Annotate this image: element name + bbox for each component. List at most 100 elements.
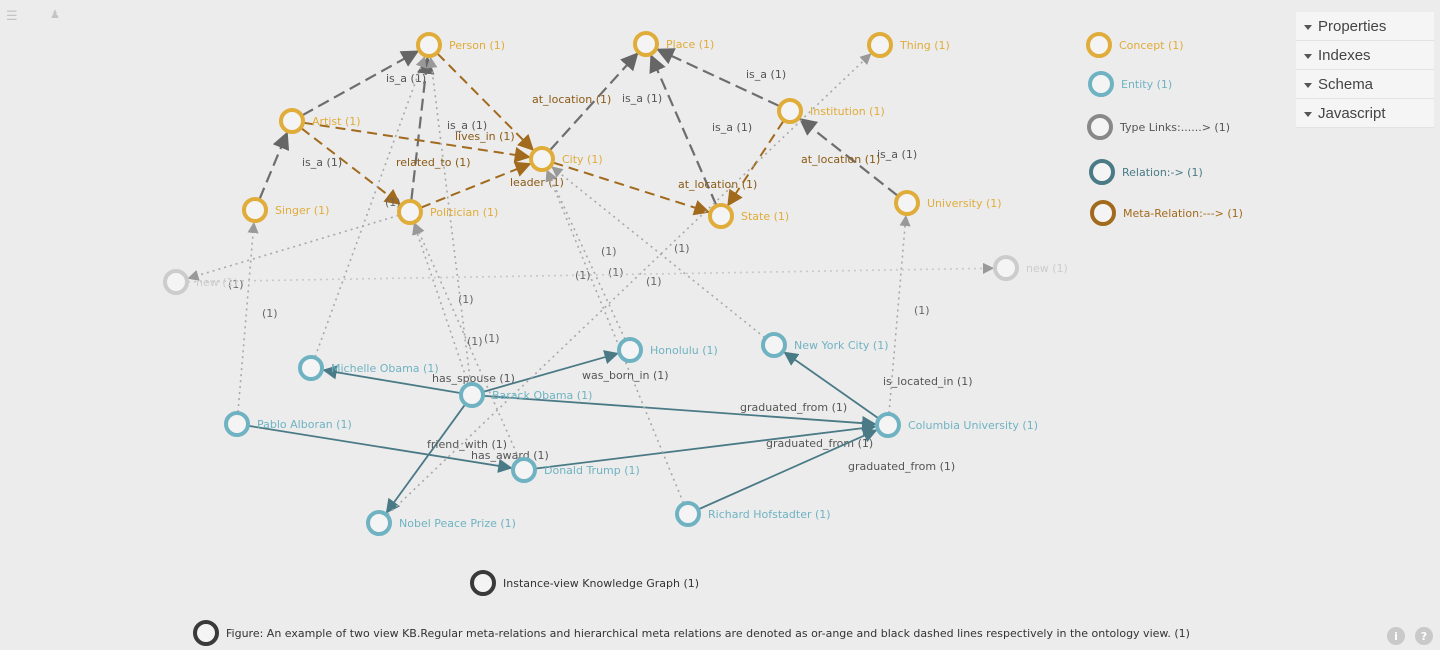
node-label: Institution (1) — [810, 105, 885, 118]
user-icon[interactable]: ♟ — [50, 9, 60, 21]
node-state[interactable]: State (1) — [708, 203, 789, 229]
edge-pablo-singer[interactable]: (1) — [237, 221, 278, 413]
edge-label: friend_with (1) — [427, 438, 507, 451]
panel-schema[interactable]: Schema — [1296, 70, 1434, 99]
node-circle — [875, 412, 901, 438]
edge-institution-state[interactable]: at_location (1) — [727, 120, 880, 207]
legend-swatch — [1087, 114, 1113, 140]
edge-person-city[interactable]: at_location (1) — [436, 52, 611, 151]
edge-line — [798, 117, 899, 197]
edge-new1-new2[interactable]: (1) — [187, 262, 995, 283]
node-artist[interactable]: Artist (1) — [279, 108, 361, 134]
edge-city-state[interactable]: at_location (1) — [553, 161, 757, 216]
node-politician[interactable]: Politician (1) — [397, 199, 498, 225]
legend-item-meta_relation[interactable]: Meta-Relation:---> (1) — [1090, 200, 1243, 226]
panel-javascript[interactable]: Javascript — [1296, 99, 1434, 128]
edge-label: (1) — [458, 293, 474, 306]
edge-label: is_a (1) — [712, 121, 752, 134]
node-honolulu[interactable]: Honolulu (1) — [617, 337, 718, 363]
node-nobel[interactable]: Nobel Peace Prize (1) — [366, 510, 516, 536]
edge-label: has_spouse (1) — [432, 372, 515, 385]
node-michelle[interactable]: Michelle Obama (1) — [298, 355, 439, 381]
edge-pablo-trump[interactable]: friend_with (1) — [248, 425, 513, 474]
edge-state-place[interactable]: is_a (1) — [649, 54, 752, 206]
legend-item-entity[interactable]: Entity (1) — [1088, 71, 1172, 97]
edge-barack-honolulu[interactable]: was_born_in (1) — [483, 350, 669, 393]
edge-city-place[interactable]: is_a (1) — [549, 52, 662, 151]
node-circle — [397, 199, 423, 225]
node-label: Columbia University (1) — [908, 419, 1038, 432]
node-new2[interactable]: new (1) — [993, 255, 1068, 281]
node-pablo[interactable]: Pablo Alboran (1) — [224, 411, 352, 437]
edge-barack-politician[interactable]: (1) — [412, 223, 474, 384]
edge-line — [258, 131, 290, 200]
edge-label: is_located_in (1) — [883, 375, 973, 388]
node-circle — [224, 411, 250, 437]
node-circle — [298, 355, 324, 381]
edge-artist-person[interactable]: is_a (1) — [301, 50, 426, 117]
node-singer[interactable]: Singer (1) — [242, 197, 329, 223]
node-hofstadter[interactable]: Richard Hofstadter (1) — [675, 501, 831, 527]
edge-hofstadter-city[interactable]: (1) — [545, 169, 685, 504]
edge-trump-columbia[interactable]: graduated_from (1) — [535, 421, 877, 470]
legend-swatch — [1088, 71, 1114, 97]
edge-line — [414, 222, 520, 460]
edge-line — [656, 48, 780, 107]
panel-indexes[interactable]: Indexes — [1296, 41, 1434, 70]
edge-label: is_a (1) — [386, 72, 426, 85]
edge-michelle-person[interactable]: (1) — [314, 56, 427, 358]
edge-politician-person[interactable]: is_a (1) — [410, 56, 487, 201]
edge-label: (1) — [646, 275, 662, 288]
edge-artist-city[interactable]: lives_in (1) — [303, 121, 531, 163]
edge-singer-artist[interactable]: is_a (1) — [258, 131, 343, 200]
legend-item-relation[interactable]: Relation:-> (1) — [1089, 159, 1203, 185]
node-columbia[interactable]: Columbia University (1) — [875, 412, 1038, 438]
node-nyc[interactable]: New York City (1) — [761, 332, 889, 358]
edge-nyc-city[interactable]: (1) — [551, 166, 766, 339]
legend-item-type_link[interactable]: Type Links:......> (1) — [1087, 114, 1230, 140]
node-person[interactable]: Person (1) — [416, 32, 505, 58]
hamburger-icon[interactable]: ☰ — [6, 8, 18, 23]
edge-nobel-thing[interactable]: (1) — [387, 53, 872, 516]
legend-label: Meta-Relation:---> (1) — [1123, 207, 1243, 220]
edge-institution-place[interactable]: is_a (1) — [656, 48, 786, 107]
node-institution[interactable]: Institution (1) — [777, 98, 885, 124]
legend-label: Relation:-> (1) — [1122, 166, 1203, 179]
help-icon[interactable]: ? — [1415, 627, 1433, 645]
edge-line — [436, 52, 534, 151]
node-place[interactable]: Place (1) — [633, 31, 714, 57]
edge-barack-person[interactable]: (1) — [426, 56, 500, 384]
edge-line — [535, 421, 877, 470]
edge-honolulu-city[interactable]: (1) — [546, 169, 626, 340]
node-new1[interactable]: new (1) — [163, 269, 238, 295]
edge-label: (1) — [608, 266, 624, 279]
node-thing[interactable]: Thing (1) — [867, 32, 950, 58]
node-trump[interactable]: Donald Trump (1) — [511, 457, 640, 483]
node-caption_figure[interactable]: Figure: An example of two view KB.Regula… — [193, 620, 1190, 646]
caret-down-icon — [1304, 24, 1312, 30]
edge-barack-columbia[interactable]: graduated_from (1) — [483, 394, 877, 431]
legend-item-concept[interactable]: Concept (1) — [1086, 32, 1184, 58]
edge-columbia-university[interactable]: (1) — [888, 214, 930, 414]
node-label: Artist (1) — [312, 115, 361, 128]
edge-university-institution[interactable]: is_a (1) — [798, 117, 917, 197]
edge-line — [410, 56, 435, 201]
edge-barack-michelle[interactable]: has_spouse (1) — [322, 365, 515, 394]
node-caption_graph[interactable]: Instance-view Knowledge Graph (1) — [470, 570, 699, 596]
node-label: City (1) — [562, 153, 603, 166]
edge-columbia-nyc[interactable]: is_located_in (1) — [783, 351, 973, 419]
edge-hofstadter-columbia[interactable]: graduated_from (1) — [698, 428, 955, 510]
node-university[interactable]: University (1) — [894, 190, 1002, 216]
node-barack[interactable]: Barack Obama (1) — [459, 382, 592, 408]
edge-trump-politician[interactable]: (1) — [414, 222, 520, 460]
edge-artist-politician[interactable]: related_to (1) — [300, 127, 471, 206]
edge-label: graduated_from (1) — [848, 460, 955, 473]
node-circle — [416, 32, 442, 58]
panel-properties[interactable]: Properties — [1296, 12, 1434, 41]
edge-politician-new1[interactable]: (1) — [187, 214, 399, 291]
node-label: State (1) — [741, 210, 789, 223]
node-city[interactable]: City (1) — [529, 146, 603, 172]
info-icon[interactable]: i — [1387, 627, 1405, 645]
edge-line — [549, 52, 639, 151]
